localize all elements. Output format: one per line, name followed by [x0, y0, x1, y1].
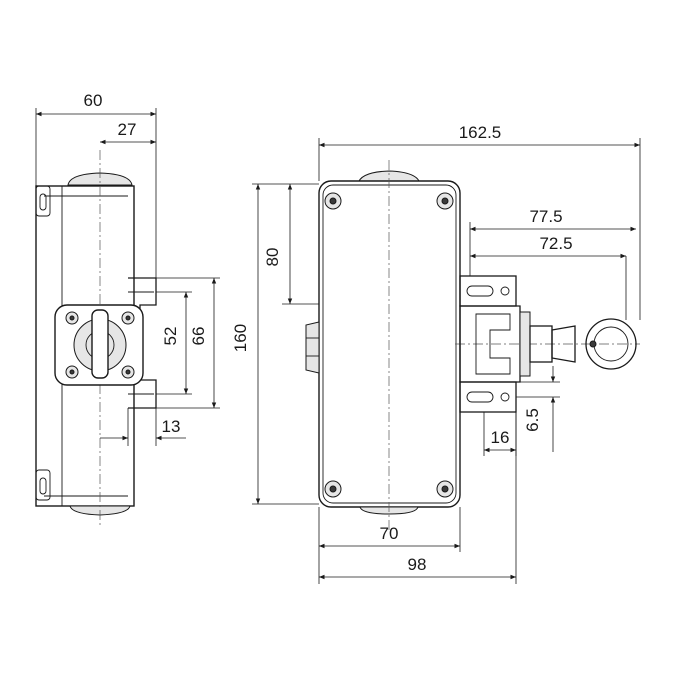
- dim-side-width: 60: [84, 91, 103, 110]
- dim-overall-length: 162.5: [459, 123, 502, 142]
- pull-ring: [585, 318, 637, 370]
- front-screws: [324, 192, 454, 498]
- dim-hole-spacing: 80: [263, 248, 282, 267]
- side-screws: [65, 311, 135, 379]
- front-housing: [318, 180, 461, 508]
- dim-ring-reach: 77.5: [529, 207, 562, 226]
- dim-height: 160: [231, 324, 250, 352]
- dim-body-width: 70: [380, 524, 399, 543]
- dim-mount-inner: 52: [161, 327, 180, 346]
- dim-plate-offset: 6.5: [523, 408, 542, 432]
- side-view: 60 27 52 66 13: [35, 91, 220, 525]
- dim-plate-width: 16: [491, 428, 510, 447]
- dim-rod-reach: 72.5: [539, 234, 572, 253]
- dim-side-offset: 27: [118, 120, 137, 139]
- dim-total-width: 98: [408, 555, 427, 574]
- front-view: 162.5 77.5 72.5 160 80 16 6.5 70: [231, 123, 641, 584]
- dim-plate-depth: 13: [162, 417, 181, 436]
- dim-mount-outer: 66: [189, 327, 208, 346]
- lever: [91, 309, 109, 379]
